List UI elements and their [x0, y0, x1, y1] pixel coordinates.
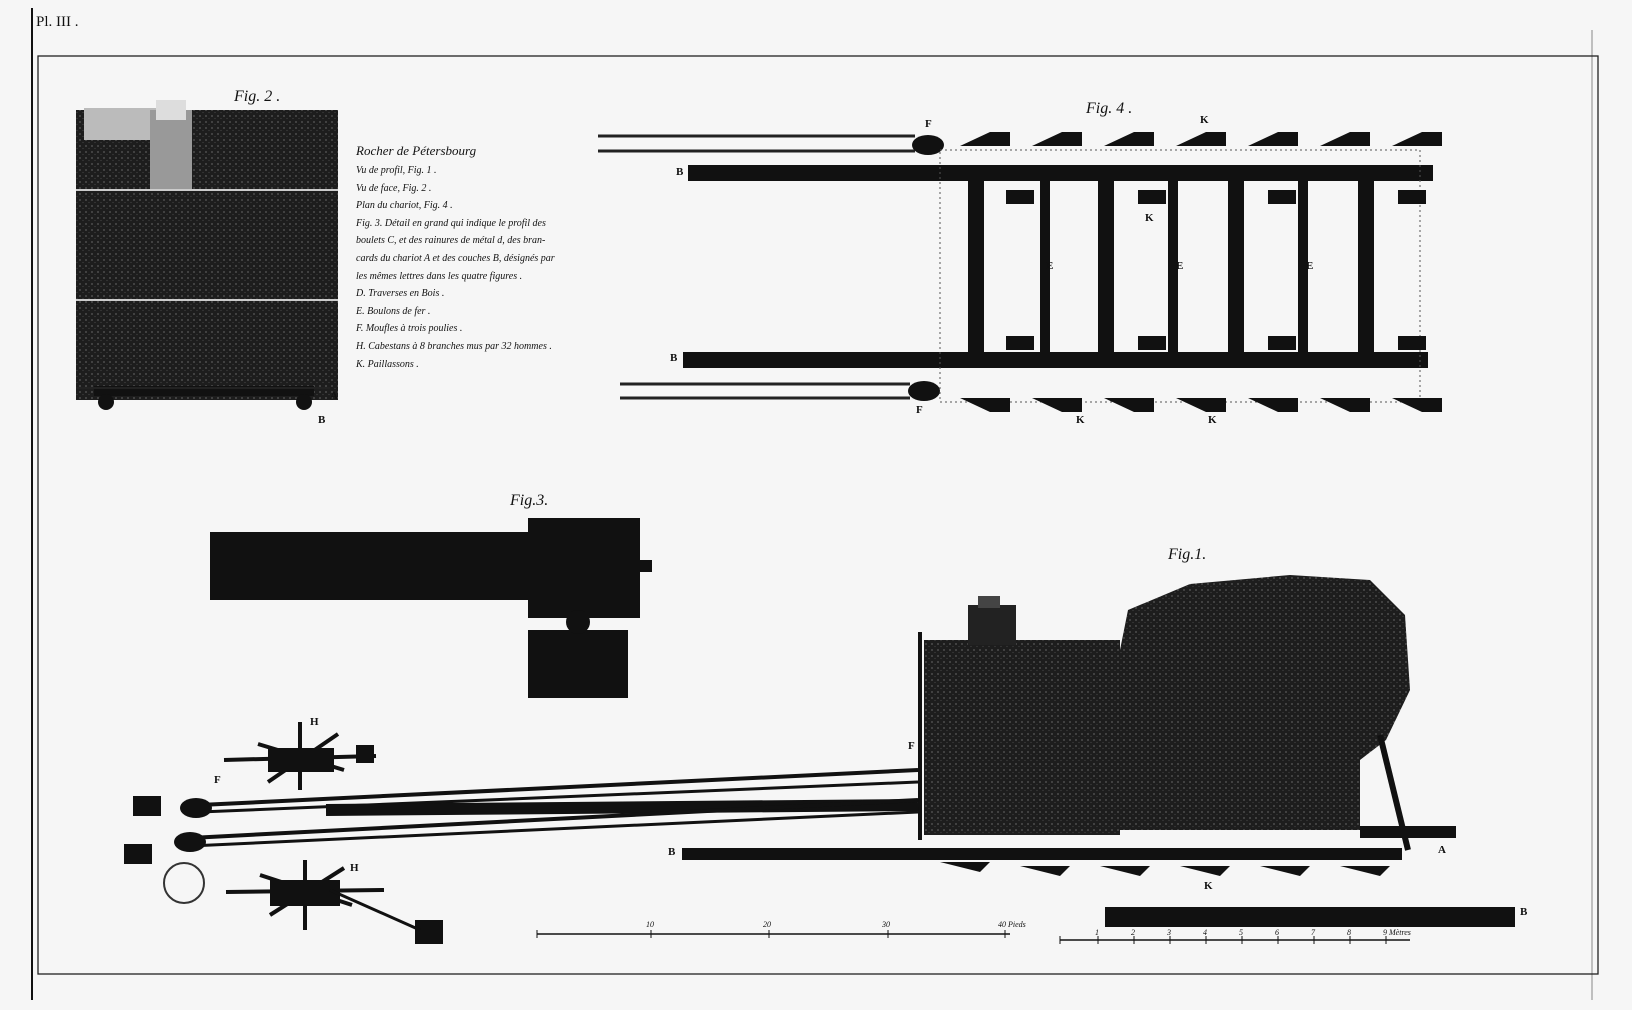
letter-a: A	[330, 390, 338, 402]
scale-metre-tick: 8	[1347, 928, 1351, 937]
legend-line: les mêmes lettres dans les quatre figure…	[356, 270, 523, 282]
letter-e: E	[1046, 260, 1054, 272]
scale-metre-tick: 4	[1203, 928, 1207, 937]
legend-line: D. Traverses en Bois .	[356, 288, 445, 300]
letter-b: B	[318, 414, 326, 426]
scale-metre-tick: 6	[1275, 928, 1279, 937]
legend-line: Vu de face, Fig. 2 .	[356, 182, 432, 194]
letter-f: F	[916, 404, 923, 416]
letter-e: E	[1306, 260, 1314, 272]
fig2-rock-front-view	[76, 100, 338, 410]
scale-bar-feet	[536, 930, 1010, 938]
legend-line: Fig. 3. Détail en grand qui indique le p…	[356, 217, 546, 229]
legend-line: K. Paillassons .	[356, 358, 419, 370]
letter-b: B	[670, 352, 678, 364]
scale-feet-tick: 10	[646, 920, 654, 929]
legend-line: cards du chariot A et des couches B, dés…	[356, 252, 555, 264]
letter-f: F	[214, 774, 221, 786]
letter-k: K	[1204, 880, 1213, 892]
legend-line: boulets C, et des rainures de métal d, d…	[356, 235, 546, 247]
legend-line: Vu de profil, Fig. 1 .	[356, 165, 437, 176]
letter-b: B	[1520, 906, 1528, 918]
scale-metre-tick: 7	[1311, 928, 1315, 937]
letter-k: K	[1076, 414, 1085, 426]
scale-metre-tick: 2	[1131, 928, 1135, 937]
scale-metre-tick: 5	[1239, 928, 1243, 937]
letter-b: B	[668, 846, 676, 858]
legend-title: Rocher de Pétersbourg	[356, 143, 477, 158]
scale-feet-tick: 30	[882, 920, 890, 929]
scale-metre-tick: 3	[1167, 928, 1171, 937]
fig3-detail	[210, 518, 652, 698]
letter-k: K	[1145, 212, 1154, 224]
scale-feet-tick: 20	[763, 920, 771, 929]
scale-metre-tick: 1	[1095, 928, 1099, 937]
letter-k: K	[1200, 114, 1209, 126]
fig1-profile-view	[124, 575, 1515, 944]
legend-line: F. Moufles à trois poulies .	[356, 323, 463, 335]
letter-b: B	[676, 166, 684, 178]
letter-a: A	[1438, 844, 1446, 856]
legend-line: H. Cabestans à 8 branches mus par 32 hom…	[356, 340, 552, 352]
letter-k: K	[1208, 414, 1217, 426]
scale-feet-tick: 40 Pieds	[998, 920, 1026, 929]
legend-line: Plan du chariot, Fig. 4 .	[356, 200, 453, 212]
legend: Rocher de Pétersbourg Vu de profil, Fig.…	[356, 140, 588, 373]
letter-h: H	[350, 862, 359, 874]
fig3-label: Fig.3.	[510, 492, 549, 509]
letter-f: F	[908, 740, 915, 752]
library-stamp	[163, 862, 205, 904]
scale-metre-tick: 9 Mètres	[1383, 928, 1411, 937]
letter-h: H	[310, 716, 319, 728]
scale-bar-metres	[1059, 936, 1410, 944]
fig1-label: Fig.1.	[1168, 546, 1207, 563]
fig2-label: Fig. 2 .	[234, 88, 281, 105]
letter-f: F	[925, 118, 932, 130]
plate-border	[37, 55, 1599, 975]
fig4-label: Fig. 4 .	[1086, 100, 1133, 117]
letter-e: E	[1176, 260, 1184, 272]
plate-number: Pl. III .	[36, 14, 79, 30]
fig4-chariot-plan	[598, 132, 1442, 412]
legend-line: E. Boulons de fer .	[356, 305, 431, 317]
